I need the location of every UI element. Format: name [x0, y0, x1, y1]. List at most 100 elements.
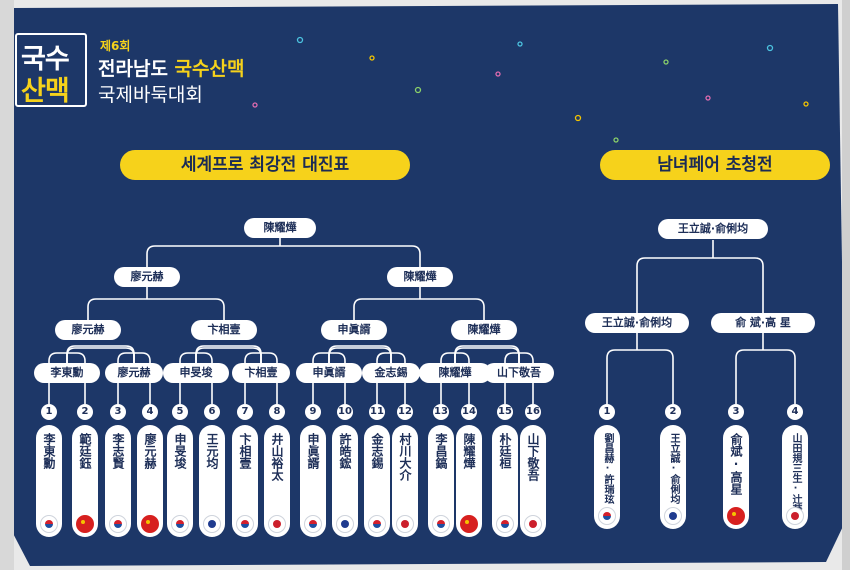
- logo-text-top: 국수: [21, 44, 70, 75]
- kr-flag-icon: [598, 507, 616, 525]
- event-title-prefix: 전라남도: [98, 58, 175, 80]
- player-name: 申旻埈: [173, 433, 187, 469]
- player-name: 範廷鈺: [78, 433, 92, 469]
- confetti-dots: [252, 36, 809, 143]
- player-name: 卞相壹: [238, 433, 252, 469]
- logo-text-bottom: 산맥: [21, 76, 70, 107]
- seed-number: 11: [369, 404, 385, 420]
- seed-number: 12: [397, 404, 413, 420]
- player-name: 王立誠·俞俐均: [668, 433, 679, 504]
- jp-flag-icon: [268, 515, 286, 533]
- pair-player-card: 王立誠·俞俐均: [660, 425, 686, 529]
- cn-flag-icon: [460, 515, 478, 533]
- player-card: 李昌鎬: [428, 425, 454, 537]
- player-name: 金志錫: [370, 433, 384, 469]
- kr-flag-icon: [236, 515, 254, 533]
- seed-number: 16: [525, 404, 541, 420]
- player-name: 廖元赫: [143, 433, 157, 469]
- player-name: 王元均: [205, 433, 219, 469]
- event-subtitle: 국제바둑대회: [98, 84, 203, 106]
- seed-number: 2: [665, 404, 681, 420]
- tw-flag-icon: [336, 515, 354, 533]
- player-name: 李東勳: [42, 433, 56, 469]
- round16-label: 山下敬吾: [484, 363, 554, 383]
- quarterfinal-label: 申眞諝: [321, 320, 387, 340]
- player-card: 卞相壹: [232, 425, 258, 537]
- round16-label: 申眞諝: [296, 363, 362, 383]
- seed-number: 10: [337, 404, 353, 420]
- player-name: 陳耀燁: [462, 433, 476, 469]
- player-name: 劉昌赫·許瑞玹: [602, 433, 613, 504]
- seed-number: 6: [204, 404, 220, 420]
- champion-label: 陳耀燁: [244, 218, 316, 238]
- semifinal-label: 廖元赫: [114, 267, 180, 287]
- event-logo: 국수 산맥: [15, 33, 87, 107]
- player-name: 山下敬吾: [526, 433, 540, 481]
- kr-flag-icon: [40, 515, 58, 533]
- cloth-shadow-right: [842, 0, 850, 570]
- kr-flag-icon: [304, 515, 322, 533]
- bracket-line: [146, 245, 421, 267]
- semifinal-label: 陳耀燁: [387, 267, 453, 287]
- kr-flag-icon: [432, 515, 450, 533]
- event-title: 전라남도 국수산맥: [98, 54, 244, 81]
- right-bracket-banner: 남녀페어 초청전: [600, 150, 830, 180]
- player-card: 李東勳: [36, 425, 62, 537]
- player-card: 村川大介: [392, 425, 418, 537]
- seed-number: 8: [269, 404, 285, 420]
- bracket-line: [735, 349, 796, 404]
- jp-flag-icon: [396, 515, 414, 533]
- seed-number: 13: [433, 404, 449, 420]
- player-name: 山田規三生·辻華: [790, 433, 801, 514]
- round16-label: 申旻埈: [163, 363, 229, 383]
- seed-number: 14: [461, 404, 477, 420]
- player-name: 許皓鋐: [338, 433, 352, 469]
- round16-label: 金志錫: [362, 363, 420, 383]
- jp-flag-icon: [786, 507, 804, 525]
- pair-player-card: 劉昌赫·許瑞玹: [594, 425, 620, 529]
- tw-flag-icon: [203, 515, 221, 533]
- quarterfinal-label: 廖元赫: [55, 320, 121, 340]
- event-title-highlight: 국수산맥: [174, 58, 245, 80]
- bracket-line: [195, 345, 262, 363]
- bracket-line: [454, 345, 520, 363]
- kr-flag-icon: [171, 515, 189, 533]
- player-card: 金志錫: [364, 425, 390, 537]
- bracket-line: [606, 349, 674, 404]
- bracket-line: [87, 298, 225, 320]
- edition-label: 제6회: [100, 39, 131, 53]
- seed-number: 2: [77, 404, 93, 420]
- player-card: 許皓鋐: [332, 425, 358, 537]
- player-card: 申眞諝: [300, 425, 326, 537]
- pair-player-card: 山田規三生·辻華: [782, 425, 808, 529]
- seed-number: 1: [41, 404, 57, 420]
- seed-number: 3: [728, 404, 744, 420]
- quarterfinal-label: 陳耀燁: [451, 320, 517, 340]
- tw-flag-icon: [664, 507, 682, 525]
- bracket-line: [353, 298, 485, 320]
- bracket-line: [66, 345, 135, 363]
- bracket-line: [328, 345, 392, 363]
- kr-flag-icon: [496, 515, 514, 533]
- cn-flag-icon: [727, 507, 745, 525]
- player-card: 山下敬吾: [520, 425, 546, 537]
- player-name: 村川大介: [398, 433, 412, 481]
- player-name: 李昌鎬: [434, 433, 448, 469]
- pair-semifinal-label: 俞 斌·高 星: [711, 313, 815, 333]
- player-card: 陳耀燁: [456, 425, 482, 537]
- kr-flag-icon: [109, 515, 127, 533]
- player-card: 範廷鈺: [72, 425, 98, 537]
- player-card: 李志賢: [105, 425, 131, 537]
- seed-number: 7: [237, 404, 253, 420]
- left-bracket-banner: 세계프로 최강전 대진표: [120, 150, 410, 180]
- round16-label: 廖元赫: [105, 363, 163, 383]
- cn-flag-icon: [76, 515, 94, 533]
- quarterfinal-label: 卞相壹: [191, 320, 257, 340]
- cloth-shadow-left: [0, 0, 14, 570]
- player-card: 朴廷桓: [492, 425, 518, 537]
- seed-number: 4: [787, 404, 803, 420]
- player-name: 申眞諝: [306, 433, 320, 469]
- player-card: 廖元赫: [137, 425, 163, 537]
- seed-number: 4: [142, 404, 158, 420]
